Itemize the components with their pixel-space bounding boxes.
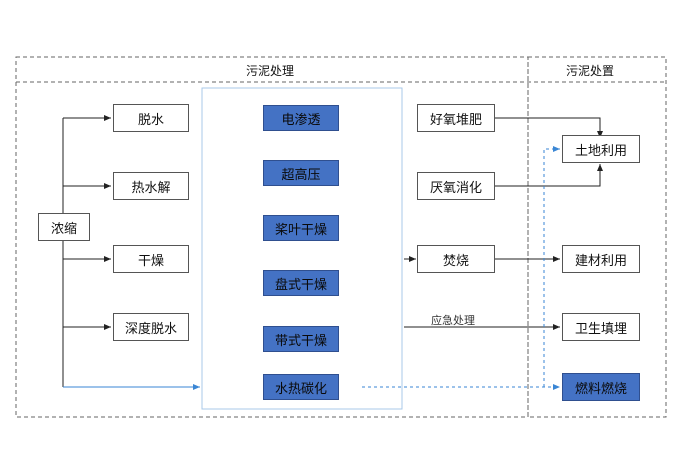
node-paddle-drying: 桨叶干燥 (263, 215, 339, 241)
node-ultra-high-pressure: 超高压 (263, 160, 339, 186)
node-fuel-combustion: 燃料燃烧 (562, 373, 640, 401)
node-incineration: 焚烧 (417, 245, 495, 273)
node-sanitary-landfill: 卫生填埋 (562, 313, 640, 341)
node-belt-drying: 带式干燥 (263, 326, 339, 352)
edge-digestion-to-land (495, 164, 603, 187)
node-drying: 干燥 (113, 245, 189, 273)
node-building-material-use: 建材利用 (562, 245, 640, 273)
node-disc-drying: 盘式干燥 (263, 270, 339, 296)
node-hydrothermal-carbonization: 水热碳化 (263, 374, 339, 400)
treatment-section-title: 污泥处理 (246, 64, 295, 78)
dewatering-tech-panel (201, 87, 403, 410)
node-thermal-hydrolysis: 热水解 (113, 172, 189, 200)
node-dewatering: 脱水 (113, 104, 189, 132)
edge-hydrothermal-to-land (543, 146, 560, 387)
edge-composting-to-land (495, 117, 603, 138)
node-concentration: 浓缩 (38, 213, 90, 241)
node-land-use: 土地利用 (562, 135, 640, 163)
node-anaerobic-digestion: 厌氧消化 (417, 172, 495, 200)
treatment-section-frame (15, 56, 529, 418)
disposal-section-title: 污泥处置 (566, 64, 615, 78)
node-deep-dewatering: 深度脱水 (113, 313, 189, 341)
disposal-section-frame (527, 56, 667, 418)
emergency-label: 应急处理 (431, 314, 475, 327)
node-aerobic-composting: 好氧堆肥 (417, 104, 495, 132)
node-electro-osmosis: 电渗透 (263, 105, 339, 131)
